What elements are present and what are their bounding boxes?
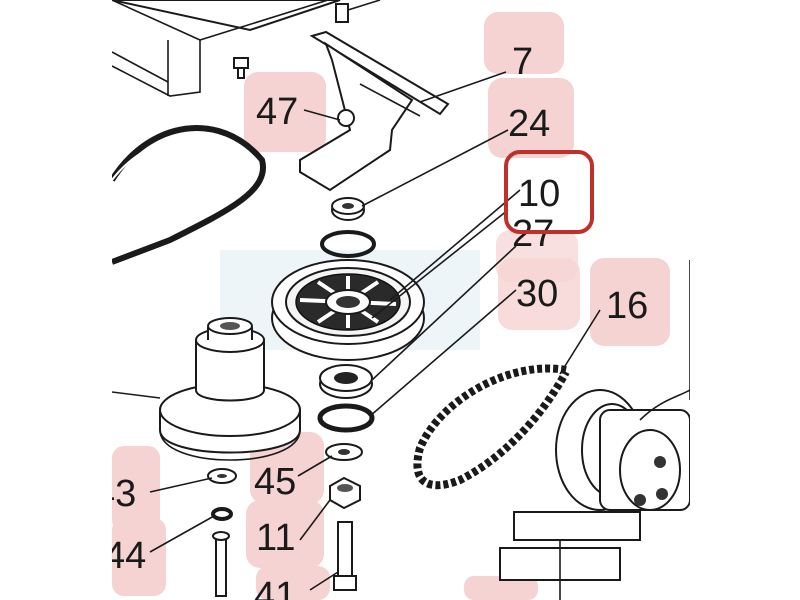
washer-43 <box>207 468 237 484</box>
callout-7: 7 <box>512 41 533 83</box>
bearing-27 <box>319 364 373 399</box>
callout-47: 47 <box>256 91 298 133</box>
callout-11: 11 <box>256 517 295 559</box>
pulley-10 <box>271 259 425 361</box>
washer-24 <box>331 197 365 221</box>
highlight-frame <box>504 150 594 234</box>
transmission-assembly <box>499 260 691 600</box>
washer-45 <box>325 443 363 461</box>
bolt-left <box>212 531 230 597</box>
snap-ring <box>320 230 376 258</box>
leader-lines <box>111 71 601 591</box>
callout-tints <box>112 12 670 600</box>
right-margin <box>690 0 800 600</box>
seal-30 <box>317 403 375 433</box>
drive-belt <box>109 125 266 265</box>
callout-45: 45 <box>254 461 296 503</box>
callout-41: 41 <box>254 575 296 600</box>
left-margin <box>0 0 112 600</box>
clutch-drum <box>159 317 301 461</box>
lockwasher-44 <box>211 507 233 521</box>
drive-chain <box>413 364 570 490</box>
nut-11 <box>329 476 361 510</box>
callout-labels: 7 47 24 10 27 30 16 43 45 44 11 41 <box>94 41 648 600</box>
bracket-part <box>299 30 450 192</box>
callout-16: 16 <box>606 285 648 327</box>
callout-24: 24 <box>508 103 550 145</box>
small-bolt <box>233 57 249 79</box>
callout-30: 30 <box>516 273 558 315</box>
top-bolt <box>335 0 381 23</box>
housing-part <box>111 0 341 97</box>
callout-10: 10 <box>518 173 560 215</box>
bolt-41 <box>333 521 357 591</box>
